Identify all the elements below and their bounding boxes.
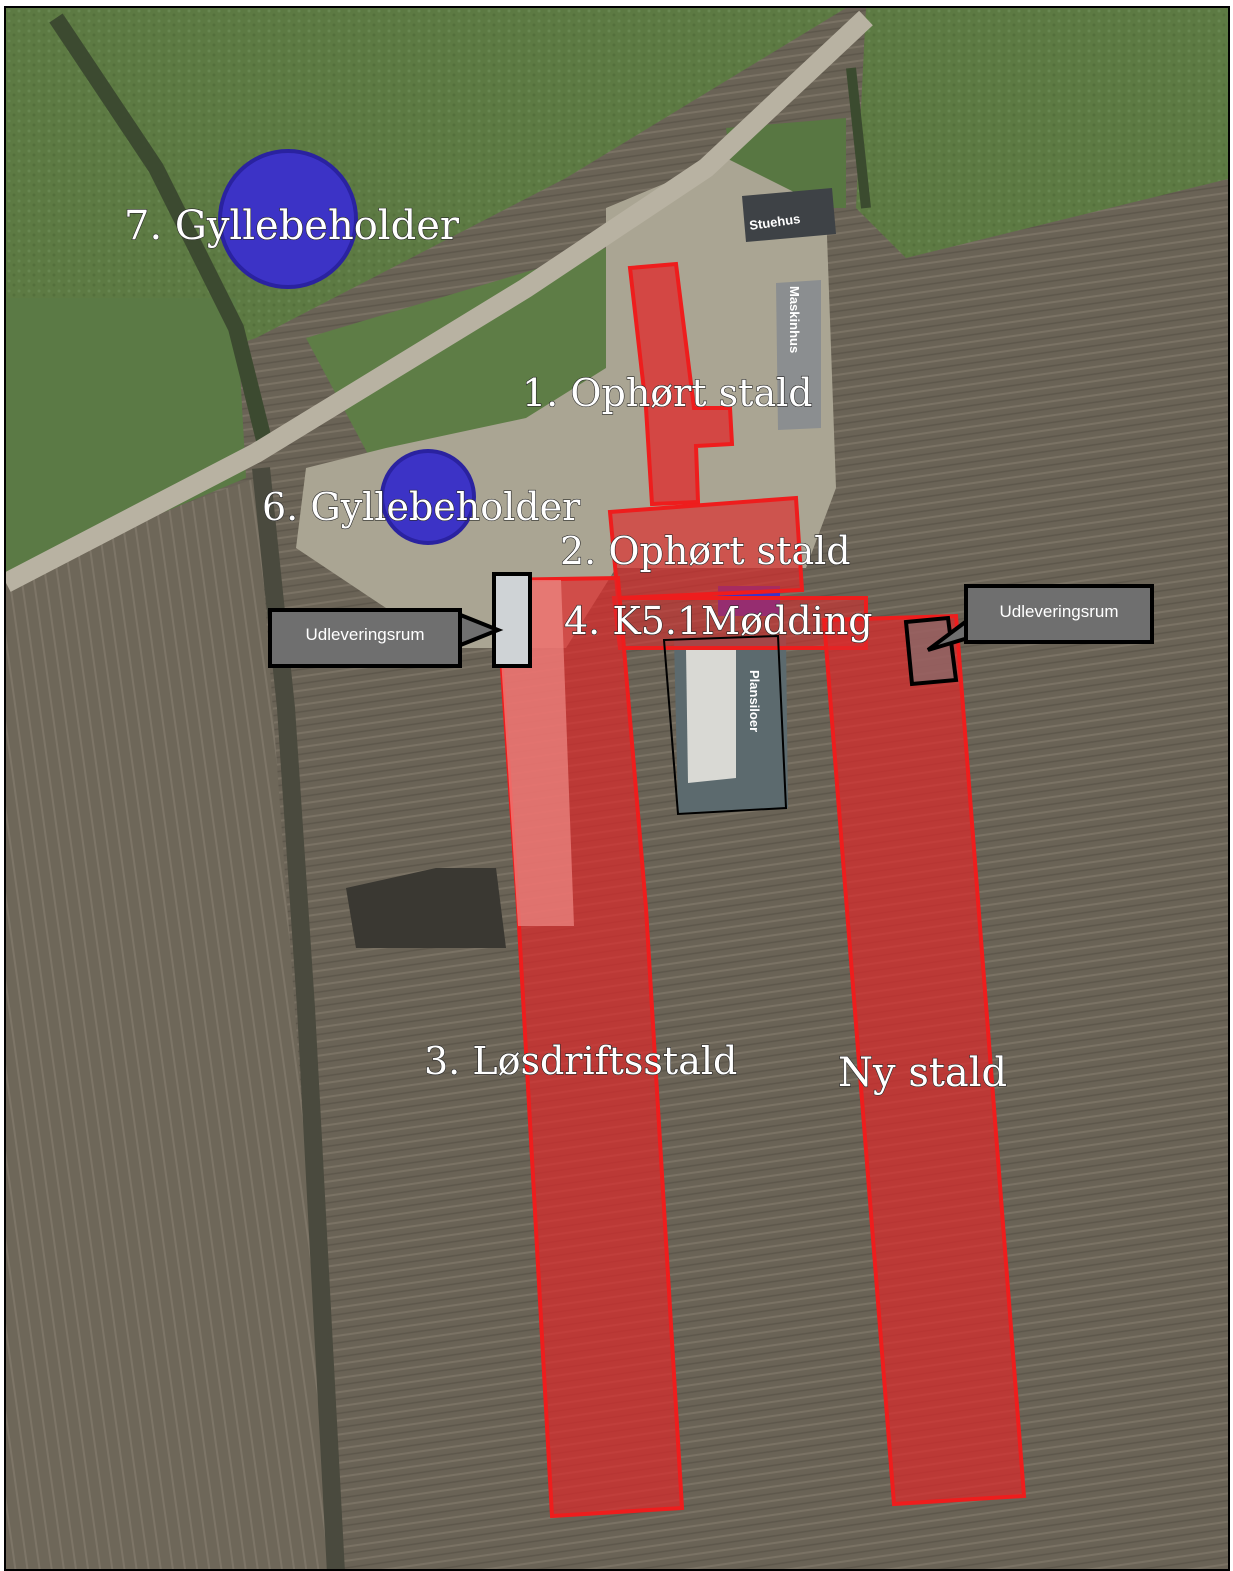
delivery-room-west bbox=[492, 572, 532, 668]
callout-delivery-west: Udleveringsrum bbox=[268, 608, 504, 668]
barn-3-label: 3. Løsdriftsstald bbox=[424, 1039, 737, 1083]
new-barn-label: Ny stald bbox=[838, 1050, 1007, 1096]
machine-house-label: Maskinhus bbox=[787, 286, 802, 353]
site-map: Udleveringsrum Udleveringsrum Stuehus Ma… bbox=[4, 6, 1230, 1571]
new-barn-outline bbox=[821, 613, 1027, 1507]
farmhouse-label: Stuehus bbox=[748, 211, 801, 233]
machine-house-roof bbox=[776, 280, 821, 430]
farmhouse-roof bbox=[742, 188, 836, 242]
tank-6-label: 6. Gyllebeholder bbox=[262, 485, 581, 529]
road bbox=[6, 10, 873, 592]
silo-outline bbox=[662, 634, 788, 816]
aerial-map: Udleveringsrum Udleveringsrum Stuehus Ma… bbox=[6, 8, 1228, 1569]
callout-west-text: Udleveringsrum bbox=[305, 625, 424, 644]
barn-1-label: 1. Ophørt stald bbox=[522, 371, 813, 415]
silo-bunker bbox=[686, 646, 736, 783]
slurry-tank-6 bbox=[380, 449, 476, 545]
field-grass-west bbox=[6, 298, 246, 578]
barn-2-label: 2. Ophørt stald bbox=[560, 529, 851, 573]
tree-line-west bbox=[252, 467, 345, 1569]
silo-label: Plansiloer bbox=[747, 670, 762, 732]
dark-patch bbox=[346, 868, 506, 948]
tree-line-north bbox=[49, 13, 274, 450]
callout-east-text: Udleveringsrum bbox=[999, 602, 1118, 621]
callout-delivery-east: Udleveringsrum bbox=[926, 584, 1154, 652]
barn-1-outline bbox=[627, 261, 735, 507]
slurry-tank-7 bbox=[218, 149, 358, 289]
hedge-east bbox=[846, 67, 871, 209]
tank-7-label: 7. Gyllebeholder bbox=[124, 203, 460, 249]
field-west bbox=[6, 478, 336, 1569]
manure-label: 4. K5.1Mødding bbox=[564, 599, 873, 643]
barn-2-outline bbox=[607, 495, 805, 601]
field-grass-northeast bbox=[856, 8, 1228, 258]
